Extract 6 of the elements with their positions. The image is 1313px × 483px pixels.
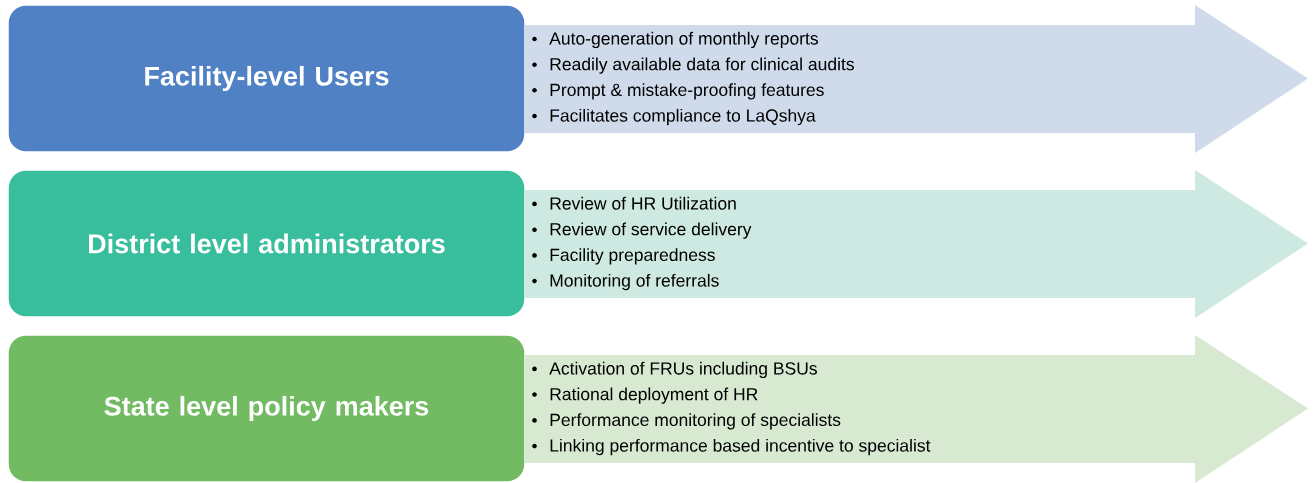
arrow-panel: Activation of FRUs including BSUs Rational deployment of HR Performance monitoring of specialists Linking performance based incentive to specialist: [525, 335, 1308, 483]
title-box: District level administrators: [7, 169, 526, 318]
title-box: State level policy makers: [7, 334, 526, 483]
arrow-panel: Review of HR Utilization Review of service delivery Facility preparedness Monitoring of referrals: [525, 170, 1308, 318]
title-box: Facility-level Users: [7, 4, 526, 153]
arrow-panel: Auto-generation of monthly reports Readily available data for clinical audits Prompt & mistake-proofing features Facilitates compliance to LaQshya: [525, 5, 1308, 153]
